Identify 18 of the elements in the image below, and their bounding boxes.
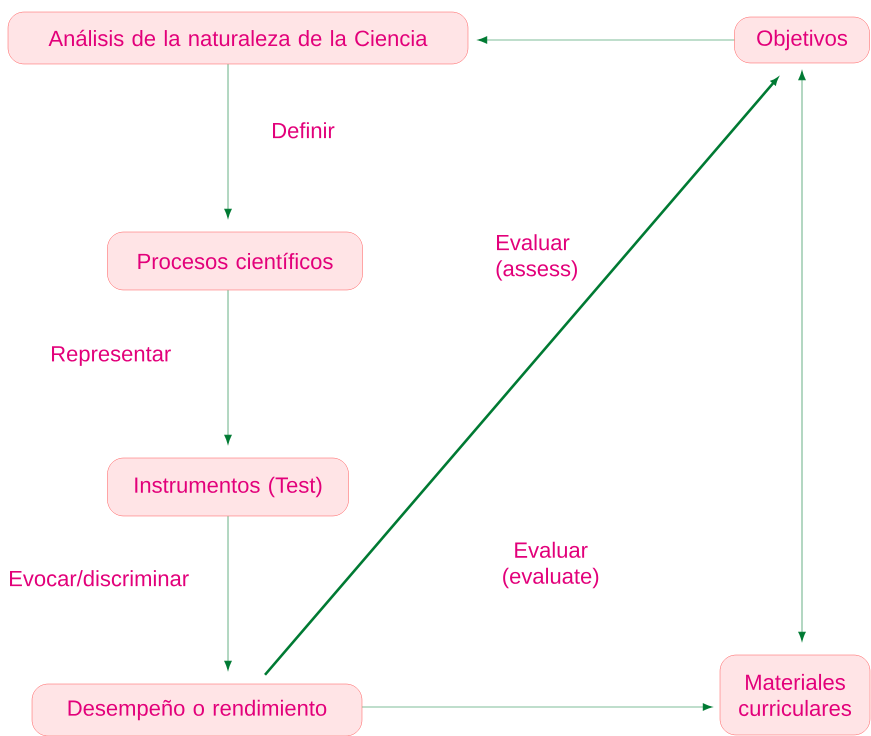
- note-label: Evaluar (evaluate): [503, 542, 598, 588]
- rounded-box: Instrumentos (Test): [107, 458, 349, 516]
- rounded-box: Análisis de la naturaleza de la Ciencia: [8, 12, 468, 64]
- edge-label: Evocar/discriminar: [10, 570, 189, 586]
- edge-label: Representar: [52, 346, 171, 366]
- edge-label: Evaluar (assess): [496, 234, 577, 281]
- arrow: [224, 516, 232, 671]
- rounded-box: Materiales curriculares: [720, 654, 870, 736]
- rounded-box: Procesos científicos: [107, 232, 363, 290]
- arrow: [224, 64, 232, 219]
- arrow: [264, 78, 778, 676]
- arrow: [477, 36, 735, 44]
- arrow: [224, 290, 232, 445]
- rounded-box: Objetivos: [734, 16, 870, 64]
- arrow: [362, 703, 713, 711]
- edge-label: Definir: [273, 122, 334, 138]
- rounded-box: Desempeño o rendimiento: [32, 684, 362, 736]
- arrow: [798, 70, 806, 642]
